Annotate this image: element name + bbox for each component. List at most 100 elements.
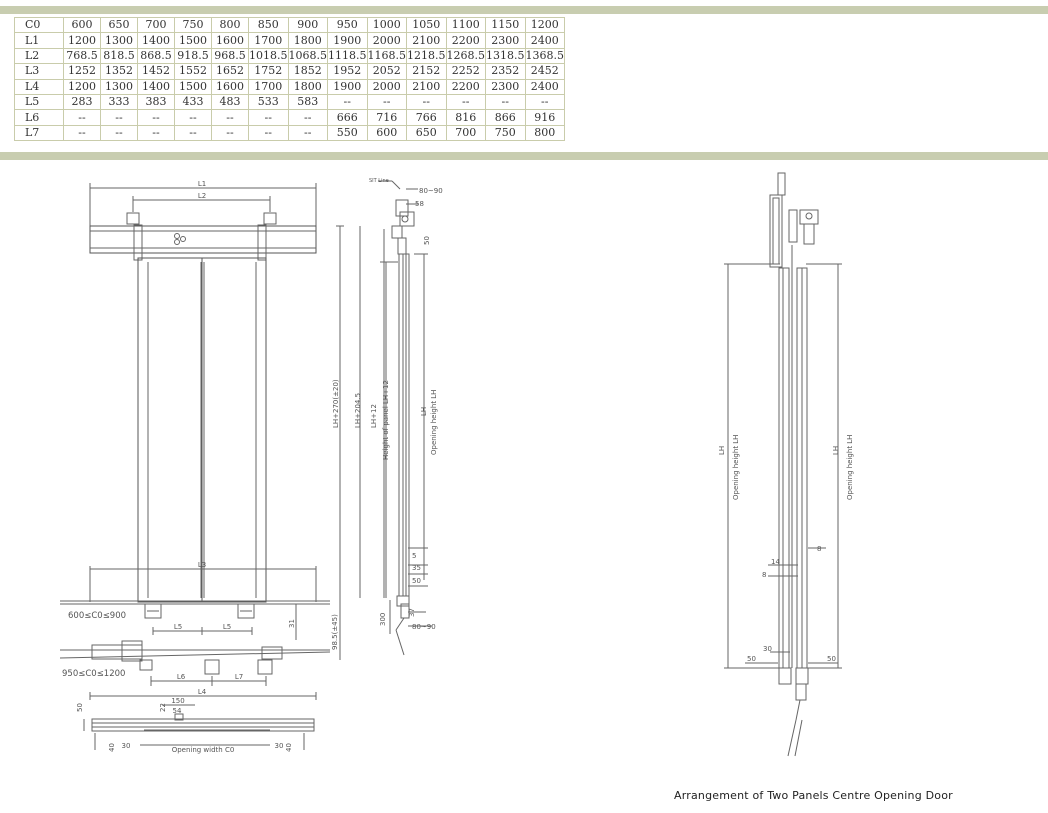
right-right-opening-label: Opening height LH bbox=[846, 435, 854, 500]
table-cell: 1800 bbox=[287, 32, 328, 49]
dim-l5-right-label: L5 bbox=[223, 623, 231, 631]
table-cell: 1552 bbox=[174, 63, 212, 80]
table-cell: 483 bbox=[211, 93, 249, 111]
drawing-caption: Arrangement of Two Panels Centre Opening… bbox=[674, 789, 953, 802]
dim-8a-label: 8 bbox=[762, 571, 766, 579]
table-cell: 916 bbox=[524, 109, 565, 126]
table-cell: -- bbox=[445, 93, 486, 111]
table-cell: 700 bbox=[445, 124, 486, 142]
table-cell: -- bbox=[248, 109, 289, 126]
table-cell: 2200 bbox=[445, 78, 486, 95]
table-cell: 968.5 bbox=[211, 47, 249, 65]
table-cell: 1368.5 bbox=[524, 47, 565, 65]
right-section-view bbox=[724, 172, 842, 757]
top-band bbox=[0, 6, 1048, 14]
table-cell: 900 bbox=[287, 16, 328, 34]
table-cell: 1752 bbox=[248, 63, 289, 80]
table-cell: 2252 bbox=[445, 63, 486, 80]
dim-35-label: 35 bbox=[412, 564, 421, 572]
table-cell: 2452 bbox=[524, 63, 565, 80]
table-cell: 2400 bbox=[524, 32, 565, 49]
table-cell: 1952 bbox=[327, 63, 368, 80]
opening-width-label: Opening width C0 bbox=[172, 746, 235, 754]
table-cell: 1018.5 bbox=[248, 47, 289, 65]
right-right-lh-label: LH bbox=[832, 446, 840, 455]
table-cell: 533 bbox=[248, 93, 289, 111]
dim-l3-label: L3 bbox=[198, 561, 206, 569]
table-cell: 1400 bbox=[137, 78, 175, 95]
dim-lh204-label: LH+204.5 bbox=[354, 393, 362, 428]
front-view bbox=[59, 183, 344, 750]
dim-50-right-label: 50 bbox=[827, 655, 836, 663]
dim-lh-side-label: LH bbox=[420, 407, 428, 416]
table-cell: -- bbox=[524, 93, 565, 111]
table-cell: 1700 bbox=[248, 78, 289, 95]
dim-58-label: 58 bbox=[415, 200, 424, 208]
dim-300-label: 300 bbox=[379, 613, 387, 626]
table-cell: 433 bbox=[174, 93, 212, 111]
table-cell: 2300 bbox=[485, 78, 526, 95]
dim-37-label: 37 bbox=[408, 608, 416, 617]
table-cell: 1500 bbox=[174, 78, 212, 95]
table-cell: 918.5 bbox=[174, 47, 212, 65]
row-label: L6 bbox=[14, 109, 64, 126]
table-cell: 1500 bbox=[174, 32, 212, 49]
dim-l1-label: L1 bbox=[198, 180, 206, 188]
dim-l7-label: L7 bbox=[235, 673, 243, 681]
table-cell: 750 bbox=[485, 124, 526, 142]
range-small-label: 600≤C0≤900 bbox=[68, 611, 126, 621]
panel-height-label: Height of panel LH+12 bbox=[382, 380, 390, 460]
table-cell: 1652 bbox=[211, 63, 249, 80]
table-cell: 1600 bbox=[211, 32, 249, 49]
table-cell: 1352 bbox=[100, 63, 138, 80]
dim-80-90-bottom-label: 80~90 bbox=[412, 623, 436, 631]
table-cell: 1000 bbox=[366, 16, 407, 34]
table-cell: 2200 bbox=[445, 32, 486, 49]
dim-54-label: 54 bbox=[173, 707, 182, 715]
table-cell: 1900 bbox=[327, 78, 368, 95]
table-cell: 2100 bbox=[406, 78, 447, 95]
table-cell: 866 bbox=[485, 109, 526, 126]
dim-150-label: 150 bbox=[171, 697, 184, 705]
middle-band bbox=[0, 152, 1048, 160]
table-cell: -- bbox=[137, 124, 175, 142]
table-cell: 2400 bbox=[524, 78, 565, 95]
row-label: L7 bbox=[14, 124, 64, 142]
dim-80-90-top-label: 80~90 bbox=[419, 187, 443, 195]
row-label: L4 bbox=[14, 78, 64, 95]
dim-50-low-label: 50 bbox=[412, 577, 421, 585]
row-label: L5 bbox=[14, 93, 64, 111]
table-cell: 550 bbox=[327, 124, 368, 142]
dim-5-label: 5 bbox=[412, 552, 416, 560]
table-cell: 650 bbox=[100, 16, 138, 34]
table-cell: 2152 bbox=[406, 63, 447, 80]
table-cell: 1600 bbox=[211, 78, 249, 95]
dim-l4-label: L4 bbox=[198, 688, 207, 696]
side-opening-height-label: Opening height LH bbox=[430, 390, 438, 455]
right-left-lh-label: LH bbox=[718, 446, 726, 455]
range-large-label: 950≤C0≤1200 bbox=[62, 669, 125, 679]
dim-14-label: 14 bbox=[771, 558, 780, 566]
dim-l2-label: L2 bbox=[198, 192, 206, 200]
dim-l6-label: L6 bbox=[177, 673, 186, 681]
right-left-opening-label: Opening height LH bbox=[732, 435, 740, 500]
row-label: C0 bbox=[14, 16, 64, 34]
sit-line-label: SIT Line bbox=[369, 178, 389, 184]
row-label: L2 bbox=[14, 47, 64, 65]
table-cell: 1100 bbox=[445, 16, 486, 34]
table-cell: -- bbox=[211, 124, 249, 142]
table-cell: 1400 bbox=[137, 32, 175, 49]
table-cell: 1300 bbox=[100, 78, 138, 95]
table-cell: 666 bbox=[327, 109, 368, 126]
dim-22-label: 22 bbox=[159, 703, 167, 712]
table-cell: 1150 bbox=[485, 16, 526, 34]
dim-lh270-label: LH+270(±20) bbox=[332, 379, 340, 428]
table-cell: -- bbox=[63, 109, 101, 126]
table-cell: 650 bbox=[406, 124, 447, 142]
table-cell: 1452 bbox=[137, 63, 175, 80]
